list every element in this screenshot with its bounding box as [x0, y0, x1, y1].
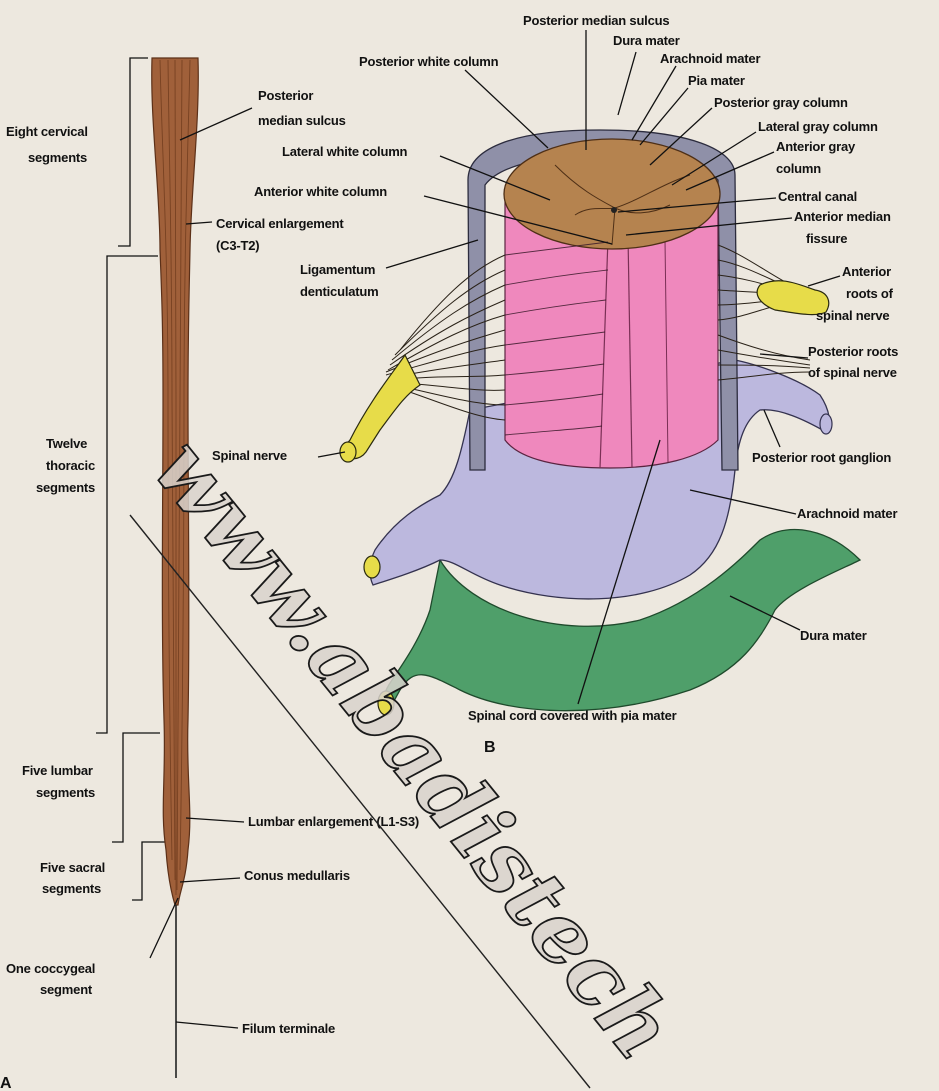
panel-label-b: B — [484, 739, 495, 756]
twelve-label: Twelve — [46, 436, 87, 451]
posterior-median-sulcus-label: Posterior median sulcus — [523, 13, 669, 28]
lumbar-bracket — [112, 733, 160, 842]
spinal-cord-panel-a — [96, 58, 198, 1078]
lateral-white-column-label: Lateral white column — [282, 144, 408, 159]
panel-label-a: A — [0, 1075, 12, 1091]
spinal-cord-covered-label: Spinal cord covered with pia mater — [468, 708, 677, 723]
five-lumbar-label: Five lumbar — [22, 763, 93, 778]
one-coccygeal-label: One coccygeal — [6, 961, 95, 976]
coccygeal-segment-label: segment — [40, 982, 93, 997]
cervical-enlargement-range: (C3-T2) — [216, 238, 259, 253]
thoracic-segments-label: segments — [36, 480, 95, 495]
eight-cervical-label: Eight cervical — [6, 124, 88, 139]
fissure-label: fissure — [806, 231, 847, 246]
posterior-roots-label: Posterior roots — [808, 344, 898, 359]
anterior-gray-column-label: column — [776, 161, 821, 176]
lumbar-enlargement-label: Lumbar enlargement (L1-S3) — [248, 814, 419, 829]
thoracic-label: thoracic — [46, 458, 95, 473]
central-canal-dot — [611, 207, 617, 213]
central-canal-label: Central canal — [778, 189, 857, 204]
ligamentum-label: Ligamentum — [300, 262, 375, 277]
arachnoid-mater-top-label: Arachnoid mater — [660, 51, 760, 66]
cervical-enlargement-label: Cervical enlargement — [216, 216, 344, 231]
posterior-white-column-label: Posterior white column — [359, 54, 499, 69]
arachnoid-mater-bottom-label: Arachnoid mater — [797, 506, 897, 521]
anterior-gray-label: Anterior gray — [776, 139, 856, 154]
median-sulcus-label-a: median sulcus — [258, 113, 346, 128]
sacral-segments-label: segments — [42, 881, 101, 896]
roots-of-label: roots of — [846, 286, 894, 301]
anterior-white-column-label: Anterior white column — [254, 184, 387, 199]
posterior-label-a: Posterior — [258, 88, 313, 103]
posterior-root-ganglion-label: Posterior root ganglion — [752, 450, 891, 465]
posterior-roots-spinal-nerve-label: of spinal nerve — [808, 365, 897, 380]
cross-section-panel-b — [340, 130, 860, 715]
cervical-bracket — [118, 58, 148, 246]
eight-cervical-label-2: segments — [28, 150, 87, 165]
five-sacral-label: Five sacral — [40, 860, 105, 875]
pia-mater-label: Pia mater — [688, 73, 745, 88]
lumbar-segments-label: segments — [36, 785, 95, 800]
denticulatum-label: denticulatum — [300, 284, 379, 299]
filum-terminale-label: Filum terminale — [242, 1021, 335, 1036]
lateral-gray-column-label: Lateral gray column — [758, 119, 878, 134]
dura-mater-top-label: Dura mater — [613, 33, 680, 48]
dura-mater-bottom-label: Dura mater — [800, 628, 867, 643]
posterior-gray-column-label: Posterior gray column — [714, 95, 848, 110]
conus-medullaris-label: Conus medullaris — [244, 868, 350, 883]
anterior-roots-label: Anterior — [842, 264, 891, 279]
spinal-nerve-roots-label: spinal nerve — [816, 308, 889, 323]
anterior-median-label: Anterior median — [794, 209, 891, 224]
sacral-bracket — [132, 842, 168, 900]
